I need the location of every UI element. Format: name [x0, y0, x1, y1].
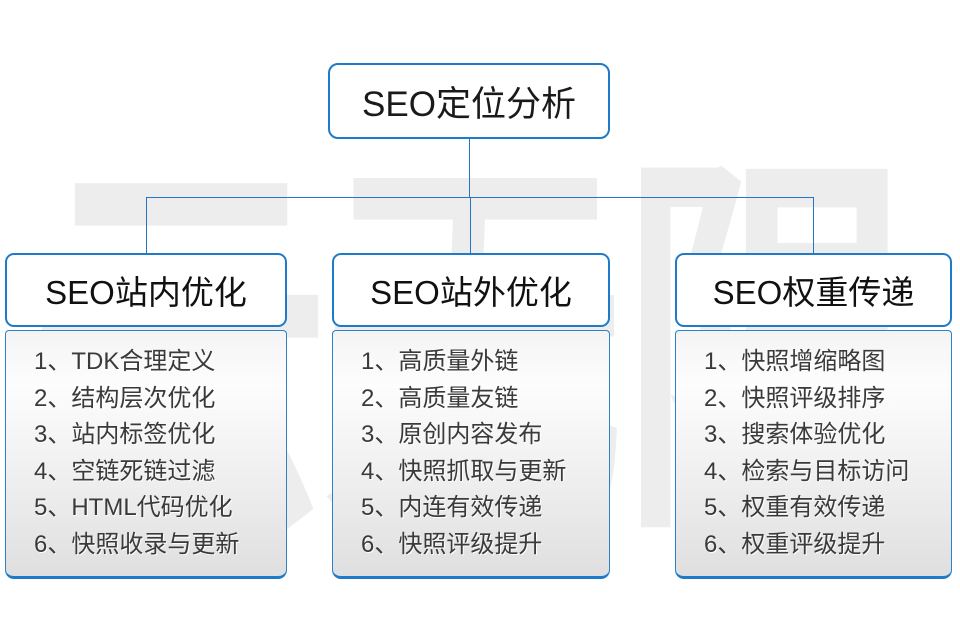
list-item: 5、内连有效传递 [361, 494, 543, 521]
list-item: 4、快照抓取与更新 [361, 457, 567, 485]
root-node-seo-positioning: SEO定位分析 [328, 63, 610, 139]
branch-header-onsite: SEO站内优化 [5, 253, 287, 327]
list-item: 6、权重评级提升 [704, 530, 886, 558]
list-item: 1、TDK合理定义 [34, 348, 216, 375]
list-item: 5、HTML代码优化 [34, 494, 233, 521]
branch-onsite-optimization: SEO站内优化 1、TDK合理定义 2、结构层次优化 3、站内标签优化 4、空链… [5, 253, 287, 583]
branch-item-list: 1、快照增缩略图 2、快照评级排序 3、搜索体验优化 4、检索与目标访问 5、权… [704, 344, 941, 563]
branch-panel-weight: 1、快照增缩略图 2、快照评级排序 3、搜索体验优化 4、检索与目标访问 5、权… [675, 330, 952, 579]
root-node-label: SEO定位分析 [362, 84, 576, 124]
list-item: 3、站内标签优化 [34, 421, 216, 448]
list-item: 3、原创内容发布 [361, 421, 543, 448]
connector-root-down [469, 139, 470, 198]
connector-horizontal [146, 197, 814, 198]
list-item: 2、快照评级排序 [704, 384, 886, 412]
branch-panel-offsite: 1、高质量外链 2、高质量友链 3、原创内容发布 4、快照抓取与更新 5、内连有… [332, 330, 610, 579]
branch-panel-onsite: 1、TDK合理定义 2、结构层次优化 3、站内标签优化 4、空链死链过滤 5、H… [5, 330, 287, 579]
list-item: 4、空链死链过滤 [34, 457, 216, 485]
branch-weight-transfer: SEO权重传递 1、快照增缩略图 2、快照评级排序 3、搜索体验优化 4、检索与… [675, 253, 952, 583]
connector-drop-right [813, 197, 814, 254]
list-item: 3、搜索体验优化 [704, 421, 886, 448]
connector-drop-middle [470, 197, 471, 254]
branch-header-offsite: SEO站外优化 [332, 253, 610, 327]
list-item: 5、权重有效传递 [704, 494, 886, 521]
list-item: 6、快照评级提升 [361, 530, 543, 558]
branch-header-label: SEO站内优化 [45, 274, 247, 311]
branch-offsite-optimization: SEO站外优化 1、高质量外链 2、高质量友链 3、原创内容发布 4、快照抓取与… [332, 253, 610, 583]
branch-header-label: SEO权重传递 [712, 274, 915, 311]
list-item: 6、快照收录与更新 [34, 530, 240, 558]
list-item: 4、检索与目标访问 [704, 457, 910, 485]
list-item: 1、高质量外链 [361, 348, 519, 375]
connector-drop-left [146, 197, 147, 254]
list-item: 2、高质量友链 [361, 384, 519, 412]
branch-item-list: 1、高质量外链 2、高质量友链 3、原创内容发布 4、快照抓取与更新 5、内连有… [361, 344, 599, 563]
list-item: 1、快照增缩略图 [704, 348, 886, 375]
list-item: 2、结构层次优化 [34, 384, 216, 412]
branch-header-weight: SEO权重传递 [675, 253, 952, 327]
branch-header-label: SEO站外优化 [370, 274, 572, 311]
branch-item-list: 1、TDK合理定义 2、结构层次优化 3、站内标签优化 4、空链死链过滤 5、H… [34, 344, 276, 563]
